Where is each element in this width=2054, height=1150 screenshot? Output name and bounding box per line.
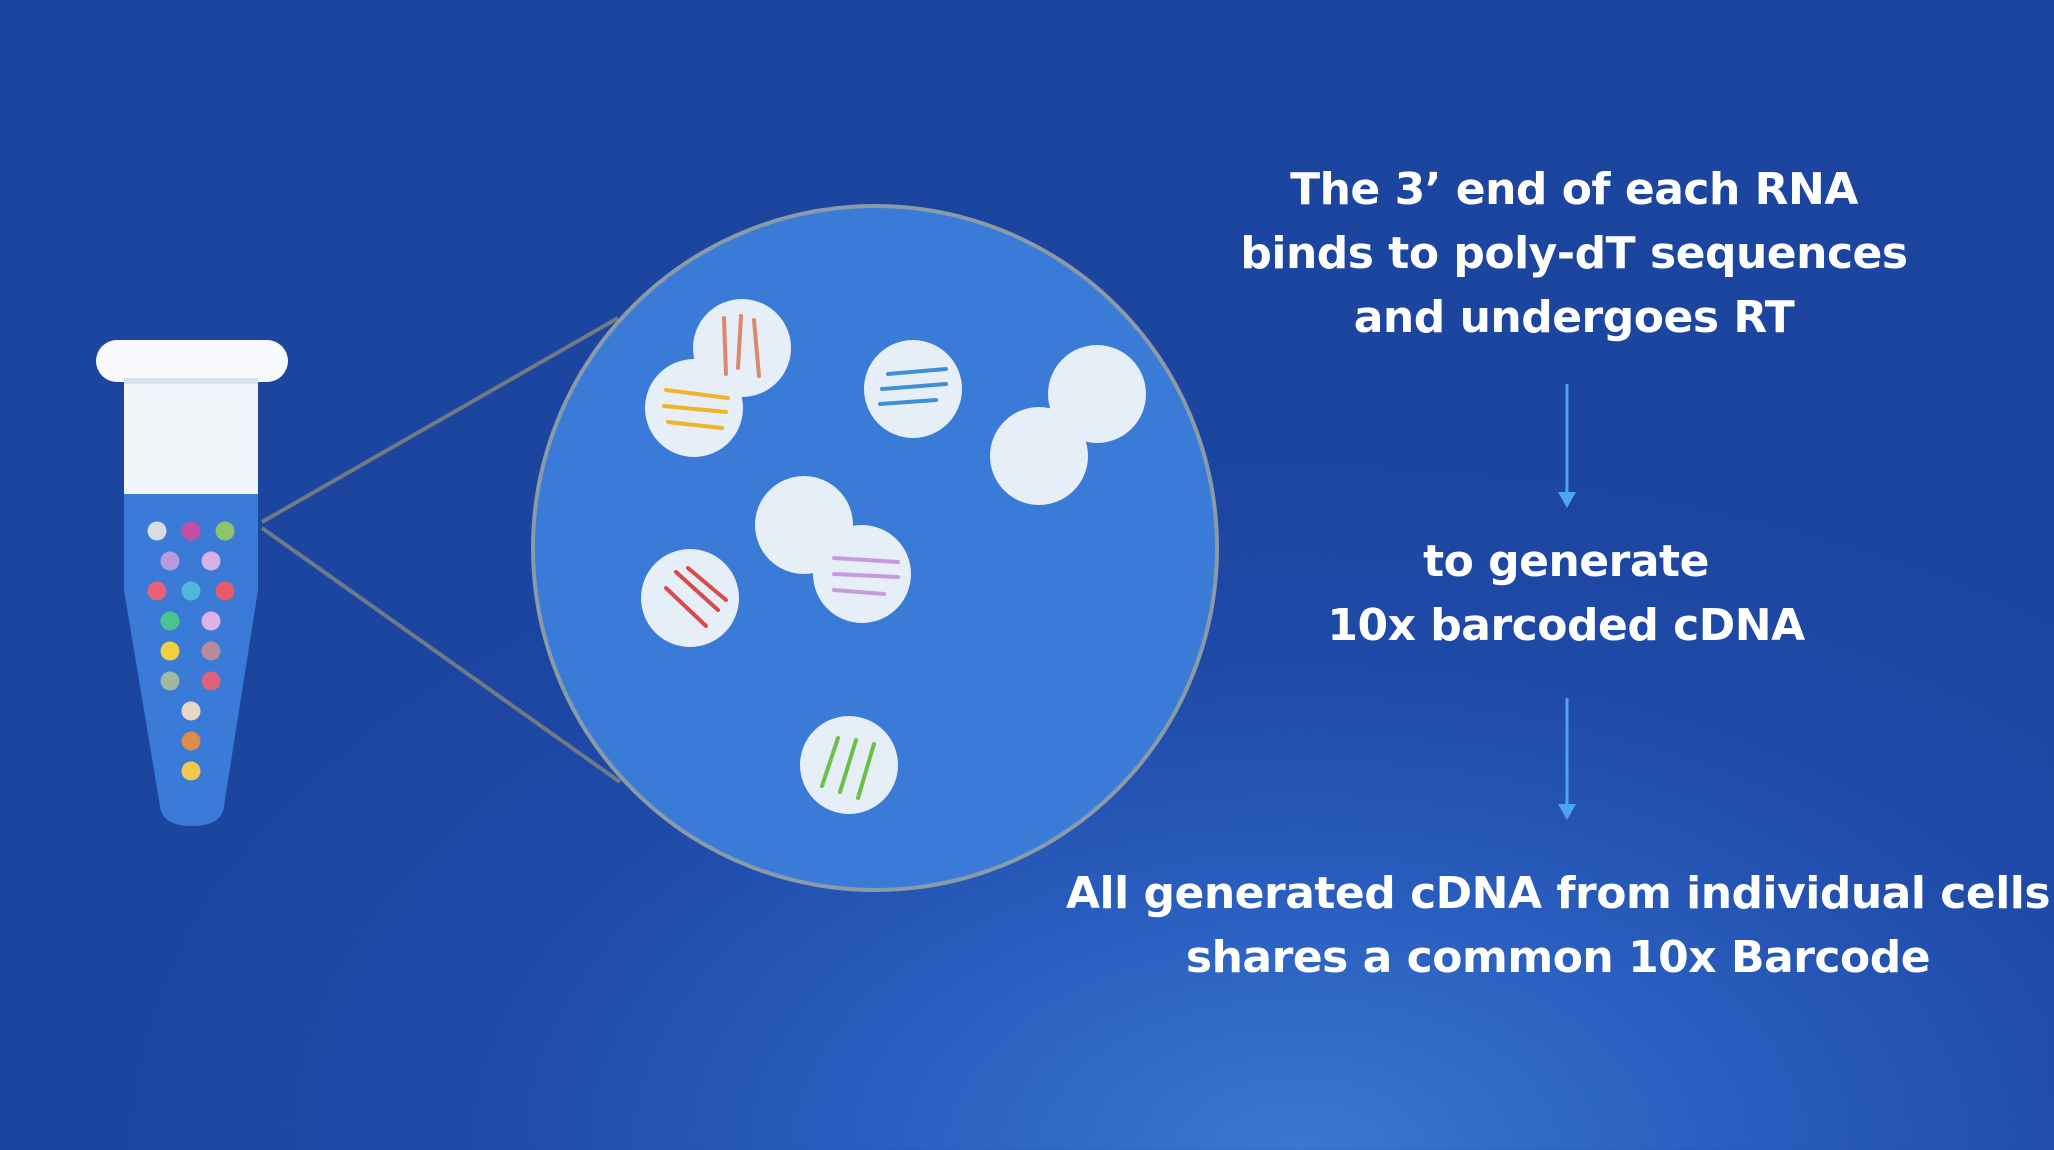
tube-bead <box>201 641 221 661</box>
rna-strands-orange <box>722 314 761 378</box>
tube-bead <box>160 551 180 571</box>
tube-cap-shadow <box>124 378 258 384</box>
cell-bead <box>641 549 739 647</box>
step-1-line-2: binds to poly-dT sequences <box>1240 228 1908 279</box>
tube-bead <box>181 731 201 751</box>
bead-red <box>641 549 739 647</box>
bead-pair-orange-yellow <box>645 299 791 457</box>
rna-strands-green <box>820 736 876 800</box>
tube-upper <box>124 370 258 494</box>
tube-bead <box>160 611 180 631</box>
zoom-line-top <box>261 316 619 524</box>
gel-bead <box>1048 345 1146 443</box>
tube-bead <box>147 581 167 601</box>
tube-bead <box>215 521 235 541</box>
tube-bead <box>181 701 201 721</box>
tube-beads <box>147 521 235 781</box>
cell-bead <box>990 407 1088 505</box>
rna-strands-yellow <box>662 388 730 430</box>
step-1-line-1: The 3’ end of each RNA <box>1290 164 1858 215</box>
step-2-text: to generate 10x barcoded cDNA <box>1166 530 1966 658</box>
step-1-line-3: and undergoes RT <box>1353 292 1795 343</box>
tube-bead <box>181 521 201 541</box>
tube-cap <box>96 340 288 382</box>
step-3-line-1: All generated cDNA from individual cells <box>1065 868 2051 919</box>
tube-bead <box>215 581 235 601</box>
arrow-down-2 <box>1558 698 1576 820</box>
tube-bead <box>160 671 180 691</box>
tube-bead <box>181 761 201 781</box>
bead-blue <box>864 340 962 438</box>
tube-bead <box>160 641 180 661</box>
bead-pair-empty <box>990 345 1146 505</box>
rna-strands-blue <box>878 367 948 406</box>
step-1-text: The 3’ end of each RNA binds to poly-dT … <box>1174 158 1974 350</box>
test-tube-icon <box>96 340 288 826</box>
step-2-line-2: 10x barcoded cDNA <box>1327 600 1805 651</box>
bead-pair-lavender <box>755 476 911 623</box>
cell-bead <box>864 340 962 438</box>
rna-strands-lavender <box>832 556 900 596</box>
tube-bead <box>181 581 201 601</box>
tube-bead <box>201 671 221 691</box>
rna-strands-red <box>664 566 728 628</box>
magnified-view <box>531 204 1219 892</box>
tube-bead <box>201 551 221 571</box>
step-3-text: All generated cDNA from individual cells… <box>1058 862 2054 990</box>
arrow-down-1 <box>1558 384 1576 508</box>
step-3-line-2: shares a common 10x Barcode <box>1185 932 1931 983</box>
zoom-line-bottom <box>260 526 622 784</box>
tube-bead <box>201 611 221 631</box>
tube-bead <box>147 521 167 541</box>
step-2-line-1: to generate <box>1423 536 1709 587</box>
bead-green <box>800 716 898 814</box>
